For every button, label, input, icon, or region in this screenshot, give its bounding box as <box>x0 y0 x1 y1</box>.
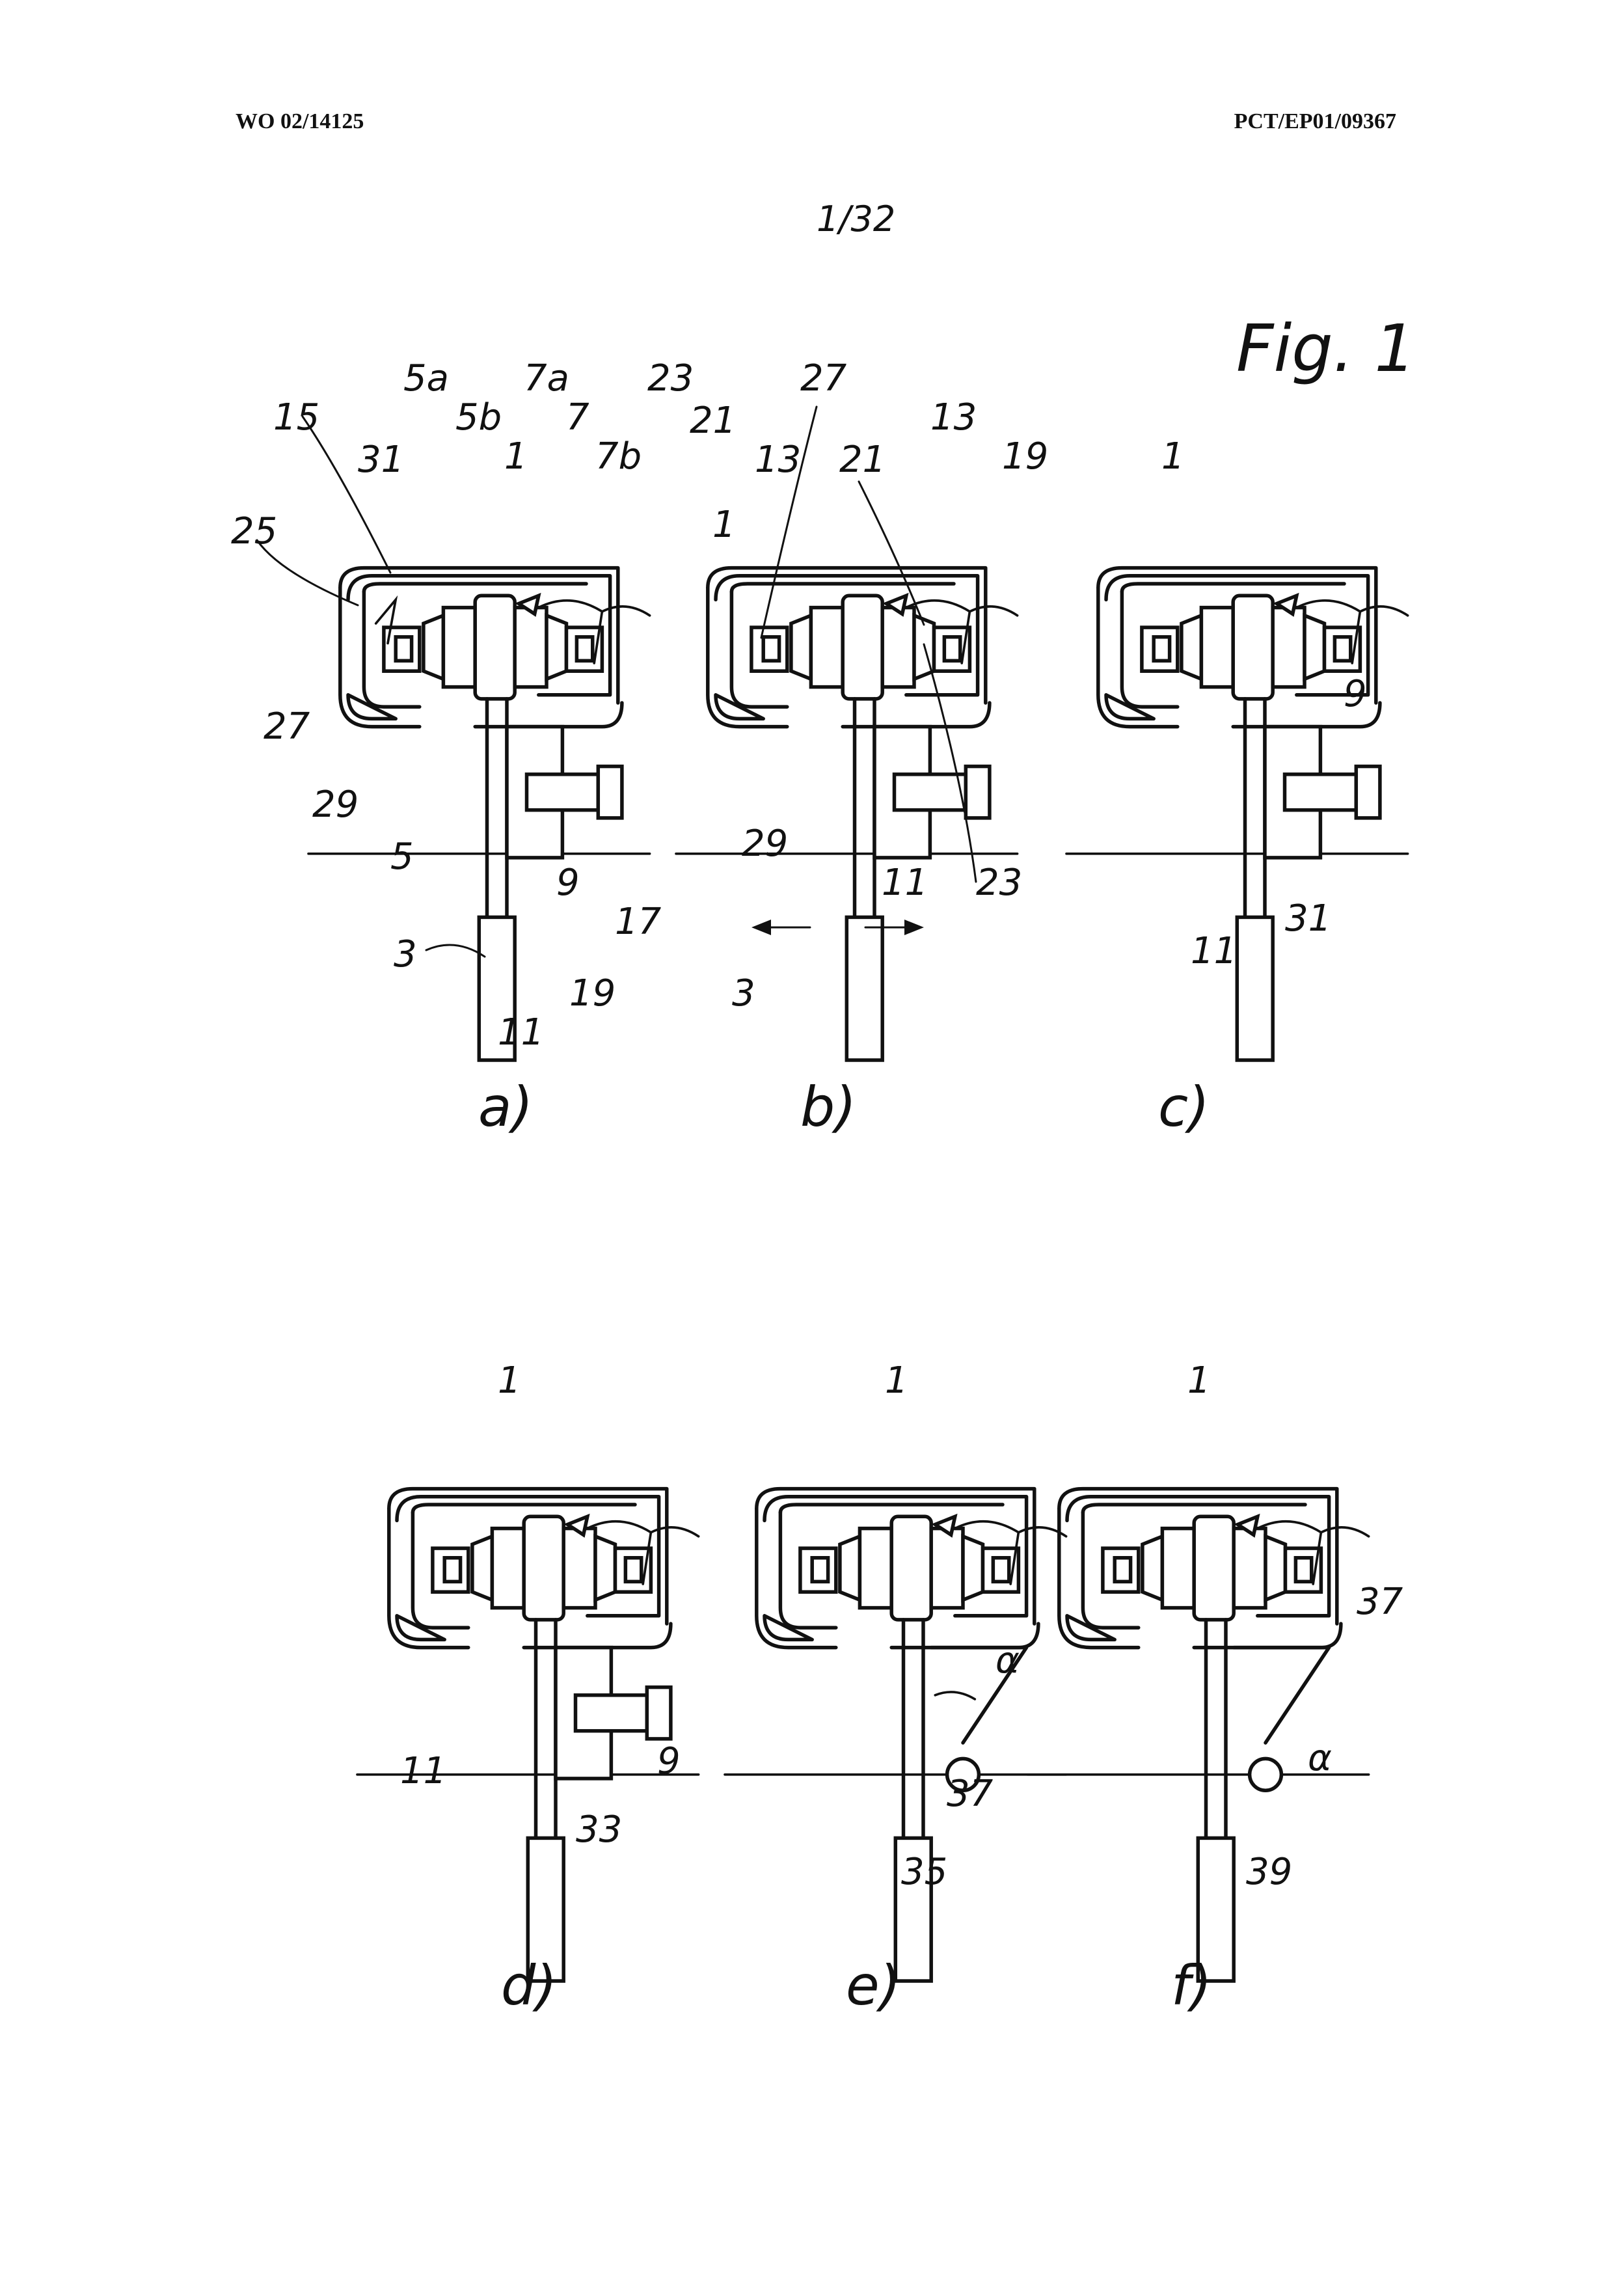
reference-number-label: 31 <box>1285 897 1331 940</box>
reference-number-label: 1 <box>1187 1359 1211 1402</box>
subfigure-d <box>357 1489 699 1981</box>
figure-title: Fig. 1 <box>1236 310 1416 387</box>
labels-f: 1 37 α 39 <box>1187 1359 1403 1893</box>
subfigure-f <box>1027 1489 1369 1981</box>
subfigure-label-c: c) <box>1158 1075 1210 1139</box>
reference-number-label: 11 <box>882 862 928 904</box>
reference-number-label: 29 <box>742 823 788 865</box>
reference-number-label: 7 <box>566 396 589 439</box>
reference-number-label: 1 <box>885 1359 908 1402</box>
subfigure-b <box>676 568 1018 1060</box>
reference-number-label: 11 <box>498 1011 544 1054</box>
reference-number-label: 1 <box>504 435 528 478</box>
reference-number-label: 5 <box>390 836 414 878</box>
reference-number-label: 9 <box>556 862 580 904</box>
reference-number-label: 37 <box>947 1773 994 1815</box>
reference-number-label: 1 <box>712 504 736 546</box>
reference-number-label: 23 <box>647 357 694 400</box>
reference-number-label: 21 <box>690 400 736 442</box>
subfigure-label-d: d) <box>501 1954 557 2017</box>
reference-number-label: 21 <box>839 439 886 481</box>
reference-number-label: 33 <box>576 1809 622 1851</box>
reference-number-label: 5a <box>403 357 449 400</box>
reference-number-label: 11 <box>1191 930 1237 972</box>
subfigure-label-f: f) <box>1171 1954 1211 2017</box>
reference-number-label: 29 <box>312 784 359 826</box>
reference-number-label: 35 <box>901 1851 947 1893</box>
reference-number-label: 9 <box>657 1740 681 1782</box>
reference-number-label: 27 <box>800 357 847 400</box>
reference-number-label: 19 <box>1002 435 1048 478</box>
subfigure-e <box>725 1489 1066 1981</box>
reference-number-label: α <box>1308 1737 1332 1779</box>
subfigure-label-e: e) <box>846 1954 900 2017</box>
reference-number-label: 7b <box>595 435 642 478</box>
reference-number-label: 23 <box>976 862 1022 904</box>
subfigure-label-b: b) <box>800 1075 856 1139</box>
reference-number-label: 13 <box>755 439 801 481</box>
reference-number-label: 3 <box>394 933 417 976</box>
reference-number-label: 37 <box>1357 1581 1403 1623</box>
reference-number-label: 39 <box>1246 1851 1292 1893</box>
reference-number-label: 31 <box>358 439 404 481</box>
reference-number-label: 17 <box>615 901 662 943</box>
reference-number-label: 25 <box>231 510 277 553</box>
reference-number-label: 3 <box>732 972 755 1015</box>
reference-number-label: 9 <box>1344 673 1367 715</box>
reference-number-label: 13 <box>930 396 977 439</box>
reference-number-label: 27 <box>264 705 310 748</box>
page-number: 1/32 <box>817 198 895 239</box>
reference-number-label: 7a <box>524 357 569 400</box>
reference-number-label: 1 <box>498 1359 521 1402</box>
subfigure-label-a: a) <box>478 1075 533 1139</box>
reference-number-label: 11 <box>400 1750 446 1792</box>
reference-number-label: 5b <box>455 396 502 439</box>
reference-number-label: 19 <box>569 972 616 1015</box>
subfigure-c <box>1066 568 1408 1060</box>
reference-number-label: 1 <box>1161 435 1185 478</box>
reference-number-label: α <box>995 1639 1020 1682</box>
